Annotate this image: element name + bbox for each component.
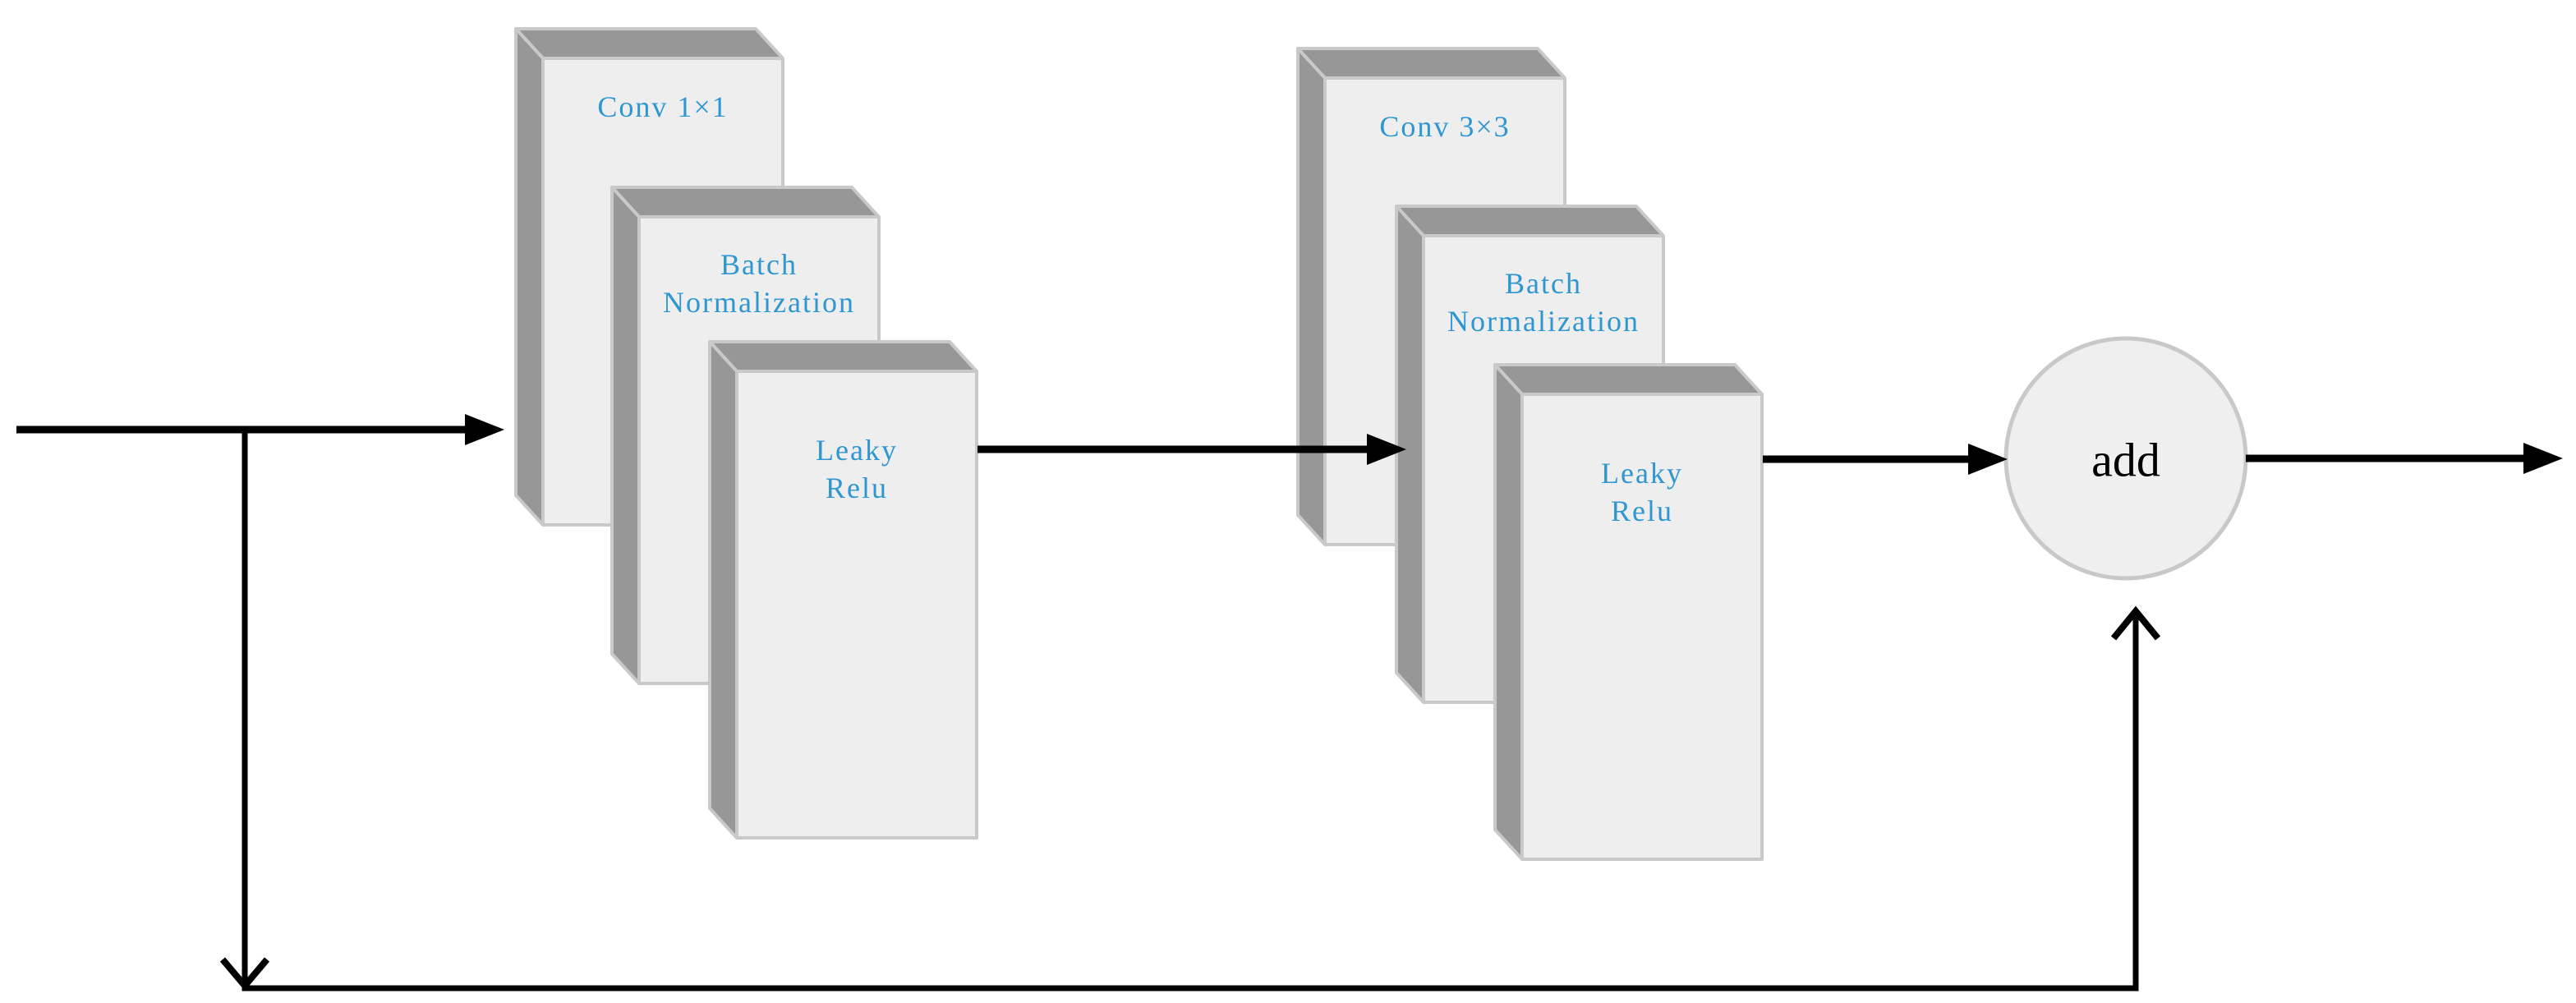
box-leakyrelu-1-top-face	[708, 340, 978, 373]
box-batchnorm-1-left-face	[610, 186, 641, 685]
box-leakyrelu-2-label-line1: Leaky	[1601, 457, 1683, 490]
add-node: add	[2003, 336, 2248, 581]
arrow-output-head-icon	[2523, 443, 2563, 474]
box-conv1x1-left-face	[514, 27, 545, 527]
box-leakyrelu-1: Leaky Relu	[708, 340, 978, 840]
box-leakyrelu-2: Leaky Relu	[1493, 363, 1764, 861]
box-conv3x3-top-face	[1296, 47, 1566, 80]
box-leakyrelu-2-left-face	[1493, 363, 1524, 861]
arrow-conv1x1-to-conv3x3-head-icon	[1367, 434, 1406, 465]
box-leakyrelu-2-front-face	[1520, 393, 1764, 861]
skip-connection-path	[242, 430, 2139, 991]
box-conv1x1-label: Conv 1×1	[597, 90, 728, 123]
arrow-input-head-icon	[465, 414, 504, 445]
box-leakyrelu-1-label-line2: Relu	[826, 472, 888, 504]
arrow-conv1x1-to-conv3x3	[978, 434, 1406, 465]
arrow-input	[16, 414, 504, 445]
box-leakyrelu-1-label-line1: Leaky	[816, 434, 898, 467]
skip-down-arrowhead-icon	[219, 957, 270, 991]
box-batchnorm-1-top-face	[610, 186, 881, 219]
box-leakyrelu-2-label-line2: Relu	[1611, 495, 1673, 527]
skip-up-arrowhead-icon	[2110, 605, 2161, 641]
box-batchnorm-1-label-line2: Normalization	[663, 286, 855, 319]
add-node-label: add	[2091, 434, 2160, 487]
arrow-output	[2246, 443, 2563, 474]
box-batchnorm-2-top-face	[1395, 205, 1665, 237]
box-leakyrelu-1-front-face	[735, 370, 978, 840]
box-batchnorm-2-left-face	[1395, 205, 1425, 704]
conv-3x3-stack: Conv 3×3 Batch Normalization Leaky Relu	[1296, 47, 1764, 861]
box-conv3x3-left-face	[1296, 47, 1327, 546]
box-batchnorm-1-label-line1: Batch	[720, 248, 798, 281]
box-conv3x3-label: Conv 3×3	[1379, 110, 1510, 143]
box-conv1x1-top-face	[514, 27, 784, 60]
skip-connection	[219, 430, 2161, 991]
conv-1x1-stack: Conv 1×1 Batch Normalization Leaky Relu	[514, 27, 978, 840]
box-batchnorm-2-label-line2: Normalization	[1447, 305, 1640, 338]
flow-arrows	[16, 414, 2563, 475]
arrow-conv3x3-to-add-head-icon	[1968, 444, 2008, 475]
box-leakyrelu-2-top-face	[1493, 363, 1764, 396]
box-leakyrelu-1-left-face	[708, 340, 738, 840]
arrow-conv3x3-to-add	[1763, 444, 2008, 475]
box-batchnorm-2-label-line1: Batch	[1505, 267, 1582, 300]
